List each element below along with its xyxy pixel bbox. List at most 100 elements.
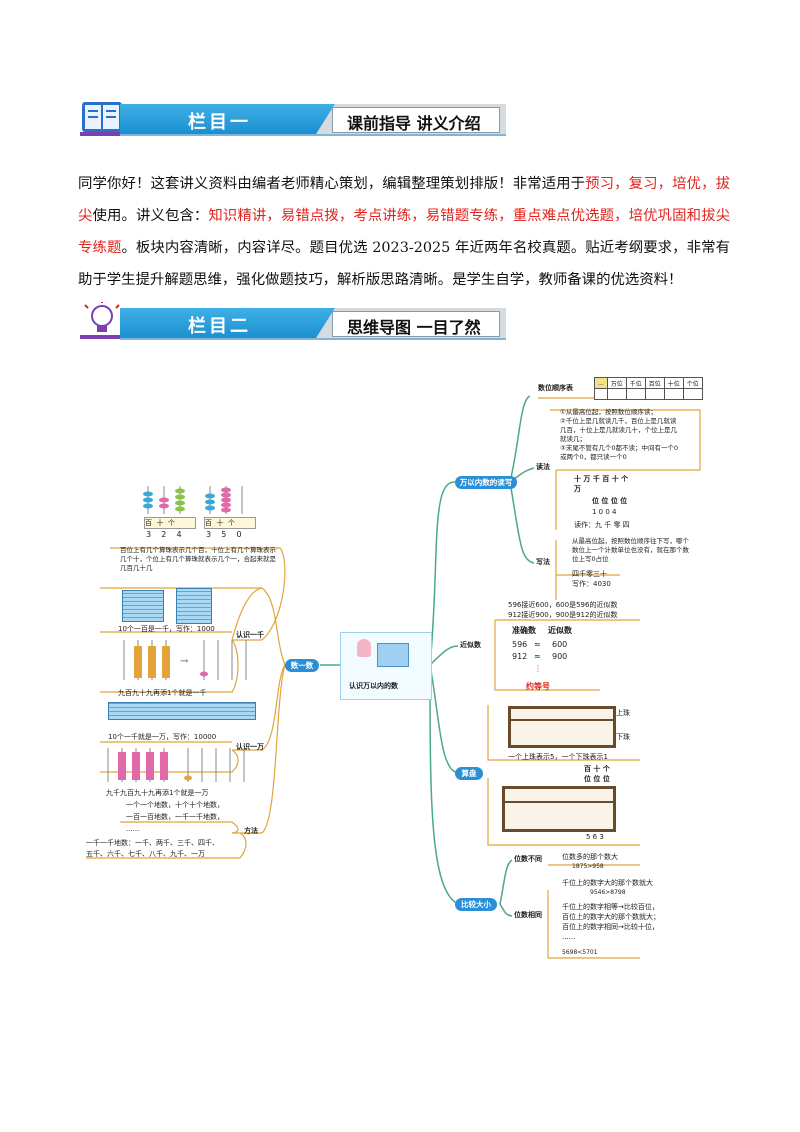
read-as: 读作：九 千 零 四 xyxy=(574,521,630,529)
node-read-write: 万以内数的读写 xyxy=(455,476,517,489)
banner-underline xyxy=(120,338,506,340)
abacus-note: 百位上有几个算珠表示几个百，十位上有几个算珠表示几个十，个位上有几个算珠就表示几… xyxy=(120,546,276,572)
approx-col-approx: 近似数 xyxy=(548,626,572,635)
abacus-9999-icon xyxy=(107,748,245,782)
approx-value: 596 xyxy=(512,640,528,649)
node-compare: 比较大小 xyxy=(455,898,497,911)
read-header: 十 万 千 百 十 个 xyxy=(574,475,629,483)
branch-method: 方法 xyxy=(244,827,258,835)
abacus-labels-left: 百 十 个 xyxy=(144,517,196,529)
svg-text:→: → xyxy=(180,656,189,667)
method-line-3: ...... xyxy=(126,825,140,833)
node-count: 数一数 xyxy=(285,659,319,672)
compare-text: 千位上的数字相等→比较百位， xyxy=(562,903,659,911)
book-icon xyxy=(80,98,124,138)
intro-text-3: 。板块内容清晰，内容详尽。题目优选 2023-2025 年近两年名校真题。贴近考… xyxy=(78,240,730,288)
hundred-blocks-image xyxy=(122,590,164,622)
lightbulb-icon xyxy=(80,300,124,342)
abacus-labels-right: 百 十 个 xyxy=(204,517,256,529)
branch-thousand: 认识一千 xyxy=(236,631,264,639)
branch-place-table: 数位顺序表 xyxy=(538,384,573,392)
approx-value: 912 xyxy=(512,652,528,661)
approx-sign-label: 约等号 xyxy=(526,682,550,691)
thousand-cube-image xyxy=(176,588,212,624)
compare-text: 位数多的那个数大 xyxy=(562,853,618,861)
thousand-text: 10个一百是一千，写作：1000 xyxy=(118,625,215,633)
read-digits: 1 0 0 4 xyxy=(592,508,617,516)
approx-sign: ≈ xyxy=(534,640,541,649)
method-line-2: 一百一百地数，一千一千地数， xyxy=(126,813,224,821)
approx-sign: ≈ xyxy=(534,652,541,661)
approx-dots: ⋮ xyxy=(534,664,542,673)
branch-writing: 写法 xyxy=(536,558,550,566)
intro-highlight-1: 预习，复习，培优，拔尖 xyxy=(78,176,730,224)
abacus-place-2: 位 位 位 xyxy=(584,775,610,783)
approx-value: 600 xyxy=(552,640,568,649)
place-cell: 十位 xyxy=(663,377,684,389)
abacus-desc: 一个上珠表示5，一个下珠表示1 xyxy=(508,753,608,761)
method-line-4: 一千一千地数：一千、两千、三千、四千、 xyxy=(86,839,219,847)
ten-thousand-text-2: 九千九百九十九再添1个就是一万 xyxy=(106,789,209,797)
method-line-1: 一个一个地数，十个十个地数， xyxy=(126,801,224,809)
banner-underline xyxy=(120,134,506,136)
banner-title: 思维导图 一目了然 xyxy=(332,311,500,337)
approx-value: 900 xyxy=(552,652,568,661)
abacus-number: 5 6 3 xyxy=(586,833,604,841)
intro-text-2: 使用。讲义包含： xyxy=(92,208,209,224)
banner-title: 课前指导 讲义介绍 xyxy=(332,107,500,133)
branch-reading: 读法 xyxy=(536,463,550,471)
mind-map-center: 认识万以内的数 xyxy=(340,632,432,700)
abacus-digits-right: 3 5 0 xyxy=(206,530,242,539)
compare-text: 千位上的数字大的那个数就大 xyxy=(562,879,653,887)
intro-paragraph: 同学你好！这套讲义资料由编者老师精心策划，编辑整理策划排版！非常适用于预习，复习… xyxy=(78,168,730,296)
place-cell: 万位 xyxy=(606,377,627,389)
compare-text: 百位上的数字大的那个数就大； xyxy=(562,913,660,921)
abacus-350-icon xyxy=(205,486,243,514)
thousand-text-2: 九百九十九再添1个就是一千 xyxy=(118,689,207,697)
ten-thousand-text: 10个一千就是一万，写作：10000 xyxy=(108,733,217,741)
read-header-3: 位 位 位 位 xyxy=(592,497,628,505)
branch-ten-thousand: 认识一万 xyxy=(236,743,264,751)
cube-icon xyxy=(377,643,409,667)
approx-text-1: 596接近600，600是596的近似数 xyxy=(508,601,618,609)
intro-text-1: 同学你好！这套讲义资料由编者老师精心策划，编辑整理策划排版！非常适用于 xyxy=(78,176,586,192)
compare-text: ...... xyxy=(562,933,576,941)
abacus-324-icon xyxy=(143,486,185,514)
intro-highlight-2: 知识精讲，易错点拨，考点讲练，易错题专练，重点难点优选题，培优巩固和拔尖专练题 xyxy=(78,208,730,256)
approx-text-2: 912接近900，900是912的近似数 xyxy=(508,611,618,619)
read-header-2: 万 xyxy=(574,485,581,493)
place-cell: 千位 xyxy=(625,377,646,389)
ten-thousand-blocks-image xyxy=(108,702,256,720)
compare-example: 1875>958 xyxy=(572,863,604,870)
place-cell: 个位 xyxy=(682,377,703,389)
section-banner-1: 栏目一 课前指导 讲义介绍 xyxy=(80,98,506,138)
node-abacus: 算盘 xyxy=(455,767,483,780)
lower-bead-label: 下珠 xyxy=(616,733,630,741)
write-result: 写作：4030 xyxy=(572,580,611,588)
branch-same-digits: 位数相同 xyxy=(514,911,542,919)
section-banner-2: 栏目二 思维导图 一目了然 xyxy=(80,300,506,342)
abacus-563-image xyxy=(502,786,616,832)
branch-different-digits: 位数不同 xyxy=(514,855,542,863)
branch-approximate: 近似数 xyxy=(460,641,481,649)
method-line-5: 五千、六千、七千、八千、九千、一万 xyxy=(86,850,205,858)
place-cell: 百位 xyxy=(644,377,665,389)
abacus-place-1: 百 十 个 xyxy=(584,765,610,773)
read-rules: ①从最高位起，按照数位顺序读； ②千位上是几就读几千，百位上是几就读 几百，十位… xyxy=(560,408,679,461)
center-label: 认识万以内的数 xyxy=(349,682,398,690)
compare-text: 百位上的数字相同→比较十位， xyxy=(562,923,659,931)
write-rules: 从最高位起，按照数位顺序往下写，哪个 数位上一个计数单位也没有，就在那个数 位上… xyxy=(572,537,689,563)
compare-example: 5698<5701 xyxy=(562,949,598,956)
abacus-image xyxy=(508,706,616,748)
approx-col-exact: 准确数 xyxy=(512,626,536,635)
compare-example: 9546>8798 xyxy=(590,889,626,896)
upper-bead-label: 上珠 xyxy=(616,709,630,717)
write-example: 四千零三十 xyxy=(572,570,607,578)
place-value-table: ... 万位 千位 百位 十位 个位 xyxy=(594,377,703,400)
place-cell: ... xyxy=(594,377,608,389)
abacus-999-icon: → xyxy=(123,640,247,680)
abacus-digits-left: 3 2 4 xyxy=(146,530,182,539)
child-figure-icon xyxy=(357,639,371,657)
